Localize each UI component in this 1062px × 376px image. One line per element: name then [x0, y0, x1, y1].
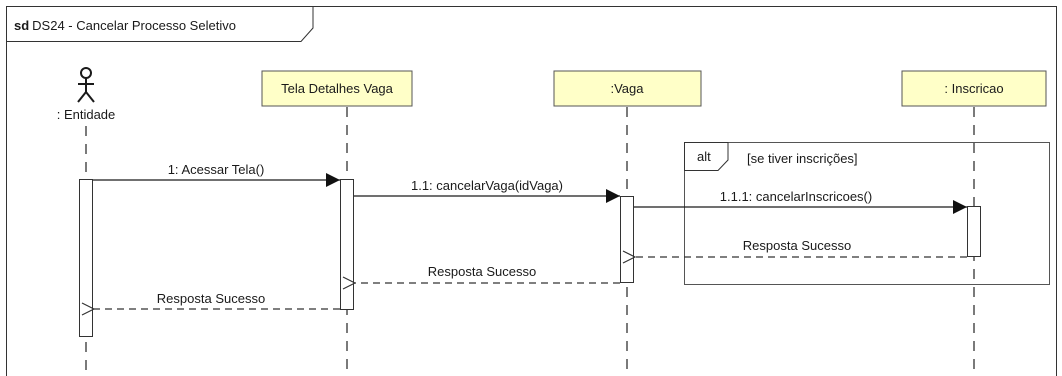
message-label: 1.1: cancelarVaga(idVaga) — [411, 178, 563, 193]
actor-label: : Entidade — [57, 107, 116, 122]
participant-label: Tela Detalhes Vaga — [281, 81, 394, 96]
activation-entidade — [79, 179, 93, 337]
alt-guard: [se tiver inscrições] — [747, 151, 858, 166]
message-label: 1.1.1: cancelarInscricoes() — [720, 189, 872, 204]
message-label: 1: Acessar Tela() — [168, 162, 265, 177]
participant-vaga — [553, 70, 702, 107]
diagram-title-tab — [6, 6, 314, 42]
alt-operator: alt — [697, 149, 711, 164]
alt-fragment — [684, 142, 1050, 285]
participant-inscricao — [901, 70, 1047, 107]
activation-vaga — [620, 196, 634, 283]
alt-operator-tab — [684, 142, 729, 171]
participant-label: : Inscricao — [944, 81, 1003, 96]
participant-label: :Vaga — [610, 81, 644, 96]
return-label: Resposta Sucesso — [157, 291, 265, 306]
stick-figure-actor-icon — [77, 67, 95, 103]
activation-tela-detalhes-vaga — [340, 179, 354, 310]
participant-tela-detalhes-vaga — [261, 70, 413, 107]
diagram-frame — [6, 6, 1057, 376]
activation-inscricao — [967, 206, 981, 257]
return-label: Resposta Sucesso — [743, 238, 851, 253]
return-label: Resposta Sucesso — [428, 264, 536, 279]
